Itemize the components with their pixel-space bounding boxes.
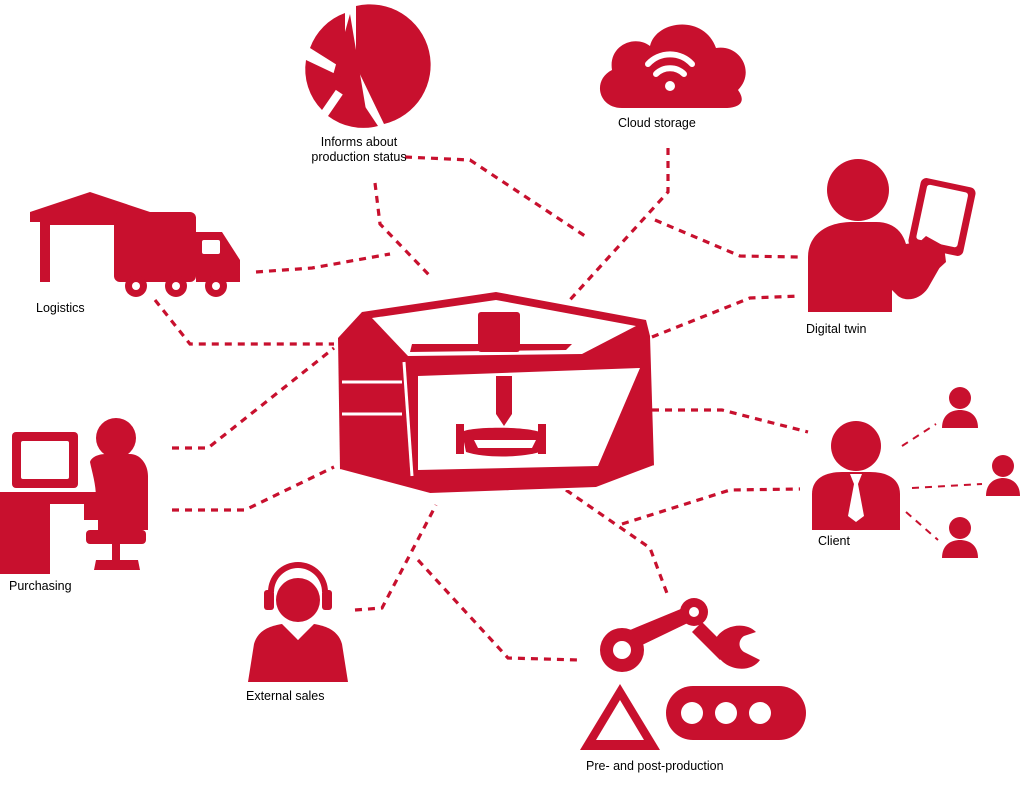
connector-production-status xyxy=(373,182,432,278)
label-logistics: Logistics xyxy=(36,301,85,315)
connector-cloud-twin xyxy=(654,218,799,259)
client-contact-bottom xyxy=(942,517,978,558)
client-network-icon xyxy=(812,387,1020,558)
connector-logistics-top xyxy=(255,252,391,274)
connector-pre-post-bottom xyxy=(416,558,581,662)
person-tablet-icon xyxy=(808,159,976,312)
pie-chart-icon xyxy=(305,4,431,128)
client-contact-right xyxy=(986,455,1020,496)
client-contact-top xyxy=(942,387,978,428)
connector-external-sales xyxy=(354,504,438,612)
cloud-wifi-icon xyxy=(599,24,746,108)
connector-digital-twin xyxy=(651,294,801,339)
label-production-status: Informs about production status xyxy=(311,135,407,164)
connector-pre-post-top xyxy=(565,488,670,597)
office-worker-icon xyxy=(0,418,148,574)
connector-cloud xyxy=(566,148,670,304)
connector-purchasing-bottom xyxy=(172,465,335,512)
warehouse-truck-icon xyxy=(30,192,240,297)
connector-logistics-bottom xyxy=(153,299,334,346)
label-cloud-storage: Cloud storage xyxy=(618,116,696,130)
robot-arm-conveyor-icon xyxy=(580,598,806,750)
3d-printer-icon xyxy=(338,292,655,496)
headset-agent-icon xyxy=(248,562,348,682)
label-purchasing: Purchasing xyxy=(9,579,72,593)
connector-client-bottom xyxy=(621,487,801,526)
connector-client-top xyxy=(652,408,809,434)
label-client: Client xyxy=(818,534,850,548)
label-pre-post-production: Pre- and post-production xyxy=(586,759,724,773)
connector-purchasing-top xyxy=(172,346,335,450)
connector-production-status-twin xyxy=(404,155,586,238)
label-external-sales: External sales xyxy=(246,689,325,703)
connectors xyxy=(153,148,809,662)
label-digital-twin: Digital twin xyxy=(806,322,867,336)
